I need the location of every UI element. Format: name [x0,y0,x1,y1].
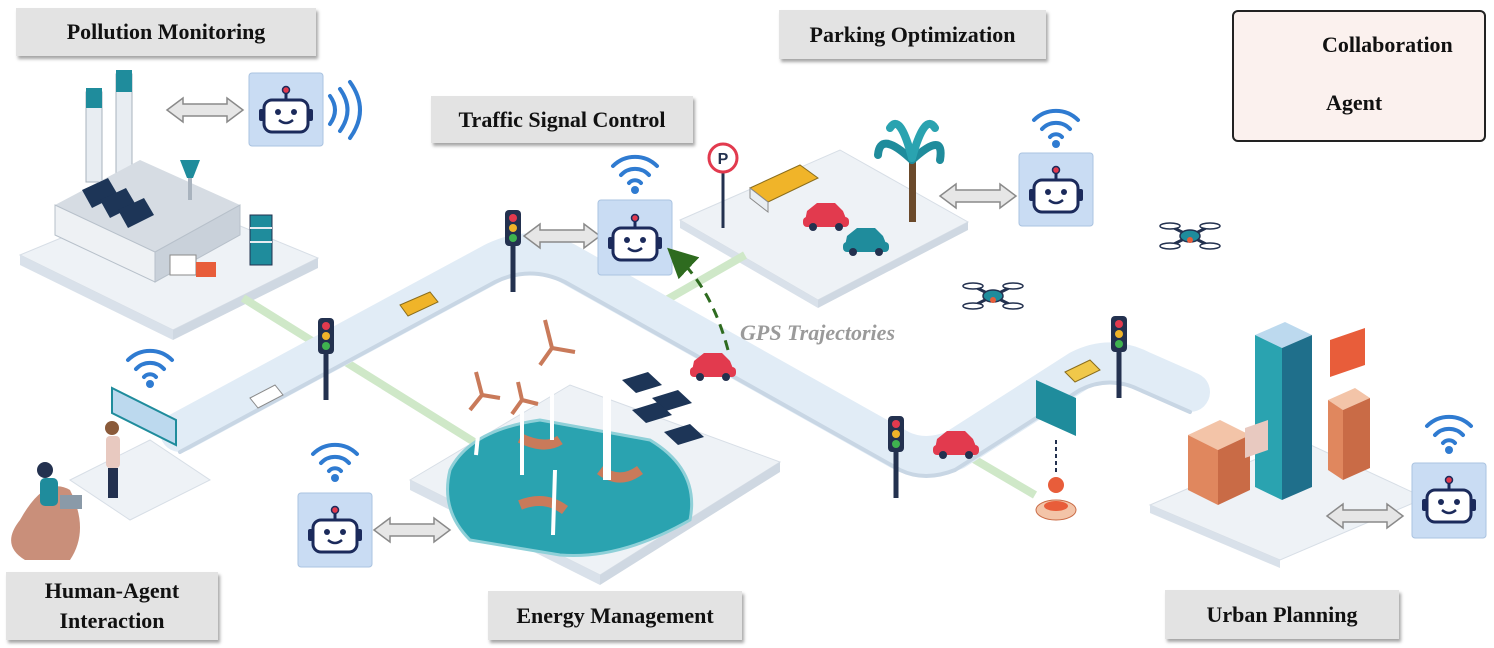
energy-management-label: Energy Management [488,591,742,640]
collab-arrow-parking [939,183,1017,209]
parking-optimization-label: Parking Optimization [779,10,1046,59]
urban-buildings [1188,322,1370,505]
collab-arrow-energy [373,517,451,543]
truck [749,164,819,214]
main-road [160,233,1210,476]
agent-traffic [597,154,673,276]
factory-illustration [54,70,273,283]
parking-sign: P [707,142,739,228]
human-agent-interaction-line1: Human-Agent [44,578,180,603]
legend: Collaboration Agent [1232,10,1486,142]
legend-agent-label: Agent [1326,90,1383,115]
human-platform [69,439,211,521]
wifi-icon [1032,108,1080,150]
road-taxi [1064,359,1101,383]
agent-urban [1411,414,1487,539]
agent-human [126,348,174,390]
urban-planning-label: Urban Planning [1165,590,1399,639]
svg-text:P: P [718,151,729,168]
wifi-icon [611,154,659,196]
legend-collaboration-label: Collaboration [1322,32,1453,57]
human-agent-interaction-line2: Interaction [59,608,165,633]
wind-turbines [468,319,611,536]
pollution-monitoring-label: Pollution Monitoring [16,8,316,56]
collab-arrow-pollution [166,97,244,123]
main-road-edge [178,271,1192,478]
wifi-icon [311,442,359,484]
agent-pollution [248,72,362,147]
agent-parking [1018,108,1094,227]
solar-panels [622,372,704,445]
charging-station [1035,380,1077,521]
road-van [249,384,284,409]
agent-energy [297,442,373,568]
drone-1 [1158,221,1222,251]
wifi-icon [126,348,174,390]
gps-trajectory-arrow [667,247,730,351]
wifi-icon [1425,414,1473,456]
gps-trajectories-annotation: GPS Trajectories [740,320,895,345]
drone-2 [961,281,1025,311]
human-agent-scene [11,386,177,560]
traffic-signal-control-label: Traffic Signal Control [431,96,693,143]
human-agent-interaction-label: Human-Agent Interaction [6,572,218,640]
palm-tree [874,119,945,222]
road-bus [399,291,439,317]
